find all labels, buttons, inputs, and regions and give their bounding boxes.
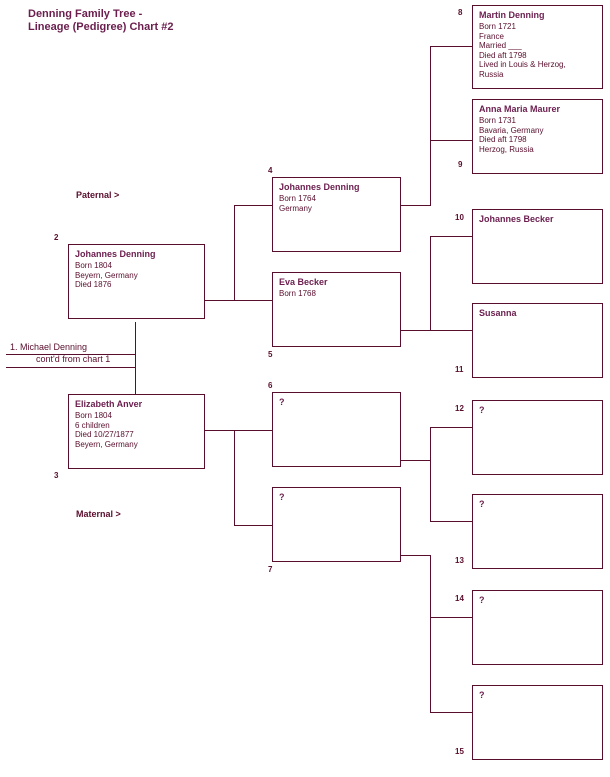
box-number-7: 7 [268,565,273,574]
person-name-5: Eva Becker [279,277,328,287]
root-person-note: cont'd from chart 1 [36,354,111,364]
person-details-9: Born 1731 Bavaria, Germany Died aft 1798… [479,116,544,154]
connector-bracket-14-15 [430,617,431,712]
connector-box6-stub [401,460,431,461]
person-box-12[interactable]: ? [472,400,603,475]
person-details-8: Born 1721 France Married ___ Died aft 17… [479,22,566,79]
person-name-14: ? [479,595,485,605]
box-number-2: 2 [54,233,59,242]
person-name-12: ? [479,405,485,415]
connector-bracket-6-7 [234,430,235,525]
box-number-13: 13 [455,556,464,565]
connector-to-box11 [430,330,472,331]
person-details-3: Born 1804 6 children Died 10/27/1877 Bey… [75,411,138,449]
person-name-9: Anna Maria Maurer [479,104,561,114]
paternal-label: Paternal > [76,190,120,200]
person-box-4[interactable]: Johannes Denning Born 1764 Germany [272,177,401,252]
box-number-11: 11 [455,365,464,374]
connector-box3-stub [205,430,235,431]
connector-to-box4 [234,205,272,206]
box-number-6: 6 [268,381,273,390]
box-number-8: 8 [458,8,463,17]
person-name-6: ? [279,397,285,407]
person-name-3: Elizabeth Anver [75,399,143,409]
root-name-rule [6,354,136,355]
person-name-4: Johannes Denning [279,182,360,192]
connector-box5-stub [401,330,431,331]
person-box-6[interactable]: ? [272,392,401,467]
box-number-15: 15 [455,747,464,756]
box-number-14: 14 [455,594,464,603]
box-number-9: 9 [458,160,463,169]
connector-to-box6 [234,430,272,431]
connector-to-box10 [430,236,472,237]
person-box-14[interactable]: ? [472,590,603,665]
connector-root-to-box2 [135,322,136,355]
connector-to-box8 [430,46,472,47]
connector-to-box14 [430,617,472,618]
person-name-13: ? [479,499,485,509]
connector-to-box7 [234,525,272,526]
person-details-2: Born 1804 Beyern, Germany Died 1876 [75,261,138,289]
person-name-15: ? [479,690,485,700]
person-box-9[interactable]: Anna Maria Maurer Born 1731 Bavaria, Ger… [472,99,603,174]
root-person-name: 1. Michael Denning [10,342,88,352]
person-box-10[interactable]: Johannes Becker [472,209,603,284]
person-name-11: Susanna [479,308,517,318]
box-number-12: 12 [455,404,464,413]
root-person-label: 1. Michael Denning cont'd from chart 1 [6,341,110,365]
box-number-10: 10 [455,213,464,222]
person-box-3[interactable]: Elizabeth Anver Born 1804 6 children Die… [68,394,205,469]
person-name-7: ? [279,492,285,502]
person-name-8: Martin Denning [479,10,545,20]
person-box-15[interactable]: ? [472,685,603,760]
box-number-5: 5 [268,350,273,359]
connector-to-box13 [430,521,472,522]
person-box-5[interactable]: Eva Becker Born 1768 [272,272,401,347]
connector-bracket-8-9 [430,46,431,206]
connector-to-box9 [430,140,472,141]
connector-box7-stub [401,555,431,556]
connector-bracket-10-11 [430,236,431,331]
person-name-2: Johannes Denning [75,249,156,259]
person-name-10: Johannes Becker [479,214,554,224]
box-number-4: 4 [268,166,273,175]
connector-bracket-4-5 [234,205,235,301]
connector-to-box5 [234,300,272,301]
connector-to-box12 [430,427,472,428]
connector-to-box15 [430,712,472,713]
connector-bracket-12-13 [430,427,431,522]
page-title: Denning Family Tree - Lineage (Pedigree)… [28,8,174,33]
person-details-5: Born 1768 [279,289,316,298]
maternal-label: Maternal > [76,509,121,519]
person-box-13[interactable]: ? [472,494,603,569]
person-box-11[interactable]: Susanna [472,303,603,378]
person-box-7[interactable]: ? [272,487,401,562]
box-number-3: 3 [54,471,59,480]
connector-root-to-box3 [135,354,136,394]
connector-box2-stub [205,300,235,301]
connector-box7-drop [430,555,431,618]
person-details-4: Born 1764 Germany [279,194,316,213]
person-box-8[interactable]: Martin Denning Born 1721 France Married … [472,5,603,89]
connector-box4-stub [401,205,431,206]
person-box-2[interactable]: Johannes Denning Born 1804 Beyern, Germa… [68,244,205,319]
root-note-rule [6,367,136,368]
